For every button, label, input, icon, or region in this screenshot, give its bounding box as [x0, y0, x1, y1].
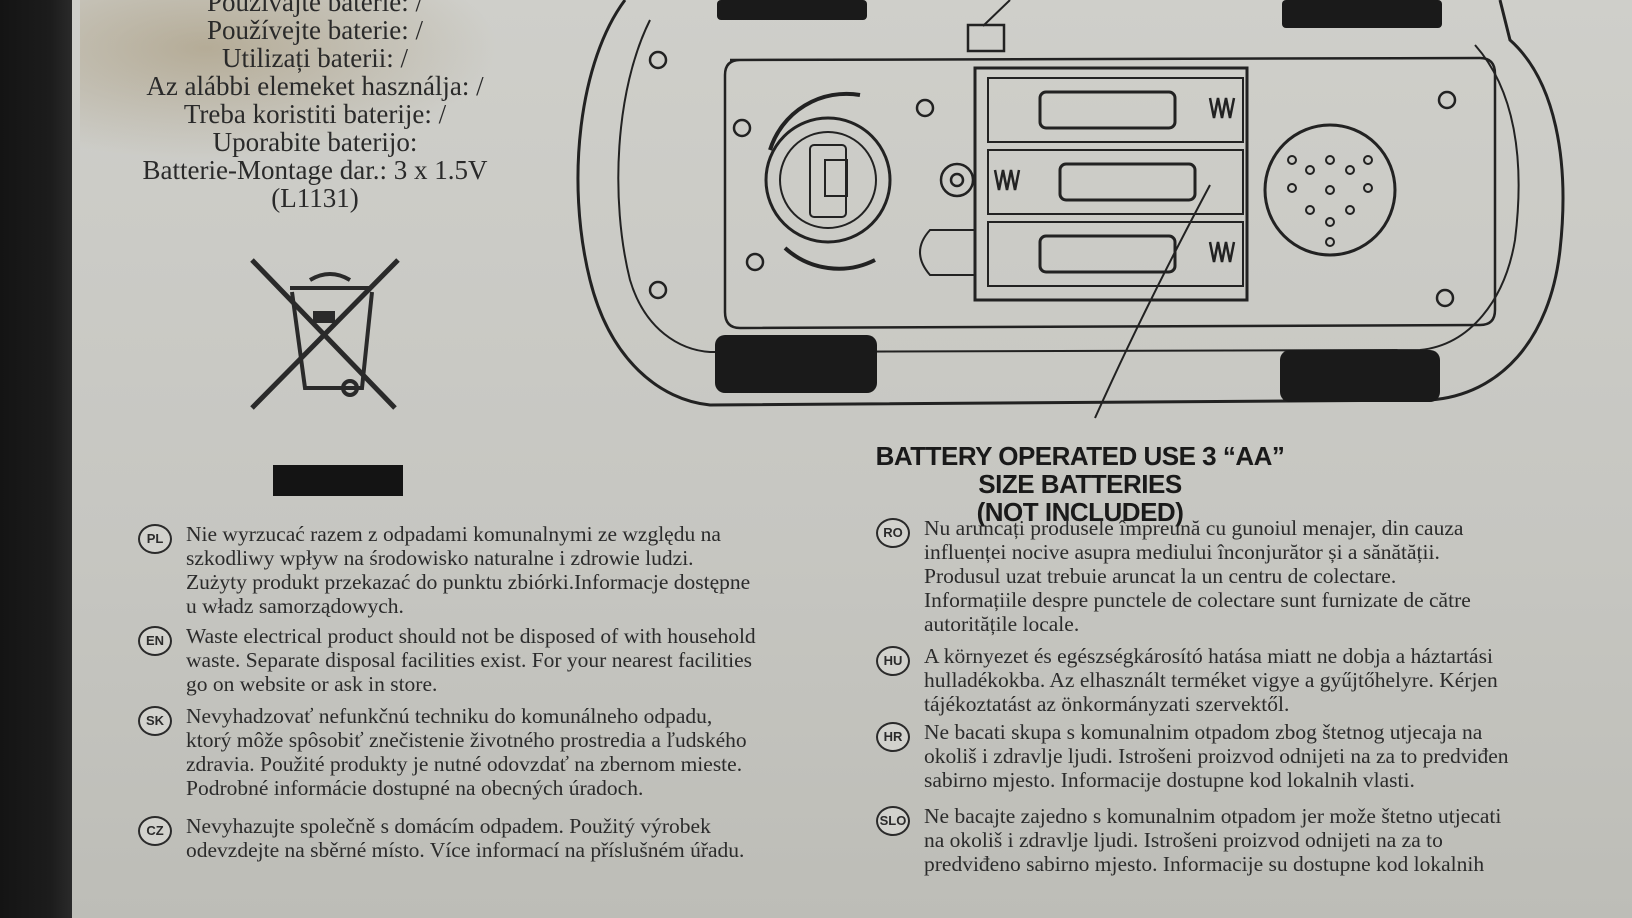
notice-line: Informațiile despre punctele de colectar… — [924, 588, 1471, 612]
notice-text: Ne bacati skupa s komunalnim otpadom zbo… — [924, 720, 1509, 792]
notice-line: Produsul uzat trebuie aruncat la un cent… — [924, 564, 1397, 588]
notice-line: Nie wyrzucać razem z odpadami komunalnym… — [186, 522, 721, 546]
battery-caption-line: BATTERY OPERATED USE 3 “AA” — [875, 441, 1285, 471]
language-badge: RO — [876, 518, 910, 548]
toy-car-underside-diagram — [576, 0, 1565, 419]
battery-usage-line: Utilizați baterii: / — [222, 43, 408, 73]
notice-line: go on website or ask in store. — [186, 672, 438, 696]
notice-line: Zużyty produkt przekazać do punktu zbiór… — [186, 570, 751, 594]
notice-line: autoritățile locale. — [924, 612, 1080, 636]
notice-line: hulladékokba. Az elhasznált terméket vig… — [924, 668, 1498, 692]
notice-line: influenței nocive asupra mediului înconj… — [924, 540, 1440, 564]
battery-usage-line: (L1131) — [271, 183, 359, 213]
notice-text: Waste electrical product should not be d… — [186, 624, 756, 696]
language-badge: SLO — [876, 806, 910, 836]
battery-caption: BATTERY OPERATED USE 3 “AA” SIZE BATTERI… — [850, 442, 1310, 526]
notice-line: Nevyhazujte společně s domácím odpadem. … — [186, 814, 711, 838]
language-badge: PL — [138, 524, 172, 554]
battery-usage-line: Uporabite baterijo: — [212, 127, 418, 157]
language-badge: EN — [138, 626, 172, 656]
battery-usage-line: Batterie-Montage dar.: 3 x 1.5V — [142, 155, 488, 185]
notice-line: zdravia. Použité produkty je nutné odovz… — [186, 752, 743, 776]
notice-text: Nevyhazujte společně s domácím odpadem. … — [186, 814, 744, 862]
notice-text: Nu aruncați produsele împreună cu gunoiu… — [924, 516, 1471, 636]
dark-left-edge — [0, 0, 72, 918]
notice-line: u władz samorządowych. — [186, 594, 404, 618]
battery-caption-line: (NOT INCLUDED) — [976, 497, 1184, 527]
notice-line: okoliš i zdravlje ljudi. Istrošeni proiz… — [924, 744, 1509, 768]
notice-line: Ne bacajte zajedno s komunalnim otpadom … — [924, 804, 1502, 828]
notice-text: Nevyhadzovať nefunkčnú techniku do komun… — [186, 704, 747, 800]
battery-usage-line: Treba koristiti baterije: / — [183, 99, 447, 129]
battery-usage-list: Používajte batérie: / Používejte baterie… — [80, 0, 550, 212]
language-badge: HU — [876, 646, 910, 676]
notice-line: Waste electrical product should not be d… — [186, 624, 756, 648]
notice-line: Ne bacati skupa s komunalnim otpadom zbo… — [924, 720, 1483, 744]
separate-collection-bar — [273, 465, 403, 496]
language-badge: CZ — [138, 816, 172, 846]
notice-line: A környezet és egészségkárosító hatása m… — [924, 644, 1493, 668]
notice-line: Nu aruncați produsele împreună cu gunoiu… — [924, 516, 1464, 540]
notice-line: predviđeno sabirno mjesto. Informacije s… — [924, 852, 1485, 876]
notice-text: Ne bacajte zajedno s komunalnim otpadom … — [924, 804, 1501, 876]
notice-line: na okoliš i zdravlje ljudi. Istrošeni pr… — [924, 828, 1443, 852]
battery-usage-line: Az alábbi elemeket használja: / — [146, 71, 484, 101]
notice-line: waste. Separate disposal facilities exis… — [186, 648, 752, 672]
battery-usage-line: Používejte baterie: / — [207, 15, 423, 45]
battery-usage-line: Používajte batérie: / — [207, 0, 423, 17]
notice-text: A környezet és egészségkárosító hatása m… — [924, 644, 1498, 716]
notice-line: tájékoztatást az önkormányzati szervektő… — [924, 692, 1290, 716]
notice-line: szkodliwy wpływ na środowisko naturalne … — [186, 546, 694, 570]
paper-stain — [80, 0, 500, 160]
crossed-out-wheelie-bin-icon — [250, 258, 400, 410]
packaging-surface — [72, 0, 1632, 918]
notice-line: odevzdejte na sběrné místo. Více informa… — [186, 838, 745, 862]
language-badge: SK — [138, 706, 172, 736]
language-badge: HR — [876, 722, 910, 752]
notice-text: Nie wyrzucać razem z odpadami komunalnym… — [186, 522, 750, 618]
battery-caption-line: SIZE BATTERIES — [978, 469, 1182, 499]
notice-line: ktorý môže spôsobiť znečistenie životnéh… — [186, 728, 747, 752]
notice-line: Nevyhadzovať nefunkčnú techniku do komun… — [186, 704, 713, 728]
notice-line: sabirno mjesto. Informacije dostupne kod… — [924, 768, 1415, 792]
notice-line: Podrobné informácie dostupné na obecných… — [186, 776, 644, 800]
